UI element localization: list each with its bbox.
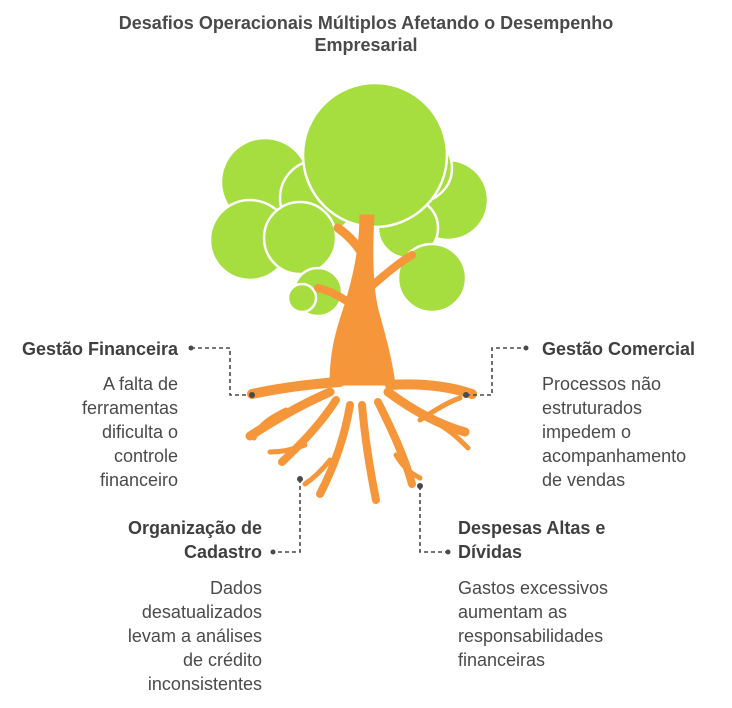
- desc-line: de crédito: [182, 650, 262, 670]
- desc-line: aumentam as: [458, 602, 568, 622]
- dot-icon: [188, 345, 194, 351]
- label-line: Organização de: [127, 518, 262, 538]
- desc-line: estruturados: [542, 398, 643, 418]
- desc-line: desatualizados: [141, 602, 262, 622]
- desc-line: Dados: [209, 578, 262, 598]
- connector-dots: [188, 345, 529, 555]
- connector-lines: [191, 347, 526, 553]
- label-gestao-financeira: Gestão Financeira: [0, 337, 178, 361]
- label-despesas-dividas: Despesas Altas e Dívidas: [458, 516, 658, 564]
- tree-foliage: [208, 81, 490, 318]
- label-gestao-comercial: Gestão Comercial: [542, 337, 728, 361]
- title-line-2: Empresarial: [314, 35, 418, 55]
- desc-gestao-financeira: A falta de ferramentas dificulta o contr…: [0, 372, 178, 492]
- connector-despesas-dividas: [419, 486, 448, 553]
- dot-icon: [297, 476, 303, 482]
- dot-icon: [417, 483, 423, 489]
- title-line-1: Desafios Operacionais Múltiplos Afetando…: [118, 13, 614, 33]
- label-organizacao-cadastro: Organização de Cadastro: [60, 516, 262, 564]
- connector-organizacao-cadastro: [273, 479, 301, 553]
- desc-despesas-dividas: Gastos excessivos aumentam as responsabi…: [458, 576, 658, 672]
- tree-trunk: [314, 214, 416, 386]
- connector-gestao-financeira: [191, 347, 252, 396]
- desc-line: inconsistentes: [147, 674, 262, 694]
- desc-line: controle: [113, 446, 178, 466]
- desc-line: financeiras: [458, 650, 546, 670]
- connector-gestao-comercial: [466, 347, 526, 396]
- desc-line: responsabilidades: [458, 626, 604, 646]
- desc-line: Processos não: [542, 374, 662, 394]
- desc-line: dificulta o: [101, 422, 178, 442]
- dot-icon: [523, 345, 529, 351]
- desc-line: acompanhamento: [542, 446, 687, 466]
- label-line: Dívidas: [458, 542, 523, 562]
- desc-gestao-comercial: Processos não estruturados impedem o aco…: [542, 372, 728, 492]
- tree-roots: [245, 377, 477, 504]
- dot-icon: [463, 392, 469, 398]
- dot-icon: [249, 392, 255, 398]
- desc-line: Gastos excessivos: [458, 578, 609, 598]
- label-line: Despesas Altas e: [458, 518, 606, 538]
- desc-line: A falta de: [102, 374, 178, 394]
- label-line: Gestão Comercial: [542, 339, 696, 359]
- dot-icon: [445, 549, 451, 555]
- desc-organizacao-cadastro: Dados desatualizados levam a análises de…: [60, 576, 262, 696]
- dot-icon: [270, 549, 276, 555]
- desc-line: ferramentas: [81, 398, 178, 418]
- label-line: Cadastro: [183, 542, 262, 562]
- desc-line: de vendas: [542, 470, 626, 490]
- desc-line: financeiro: [99, 470, 178, 490]
- desc-line: levam a análises: [127, 626, 262, 646]
- diagram-title: Desafios Operacionais Múltiplos Afetando…: [60, 12, 672, 56]
- label-line: Gestão Financeira: [21, 339, 178, 359]
- desc-line: impedem o: [542, 422, 632, 442]
